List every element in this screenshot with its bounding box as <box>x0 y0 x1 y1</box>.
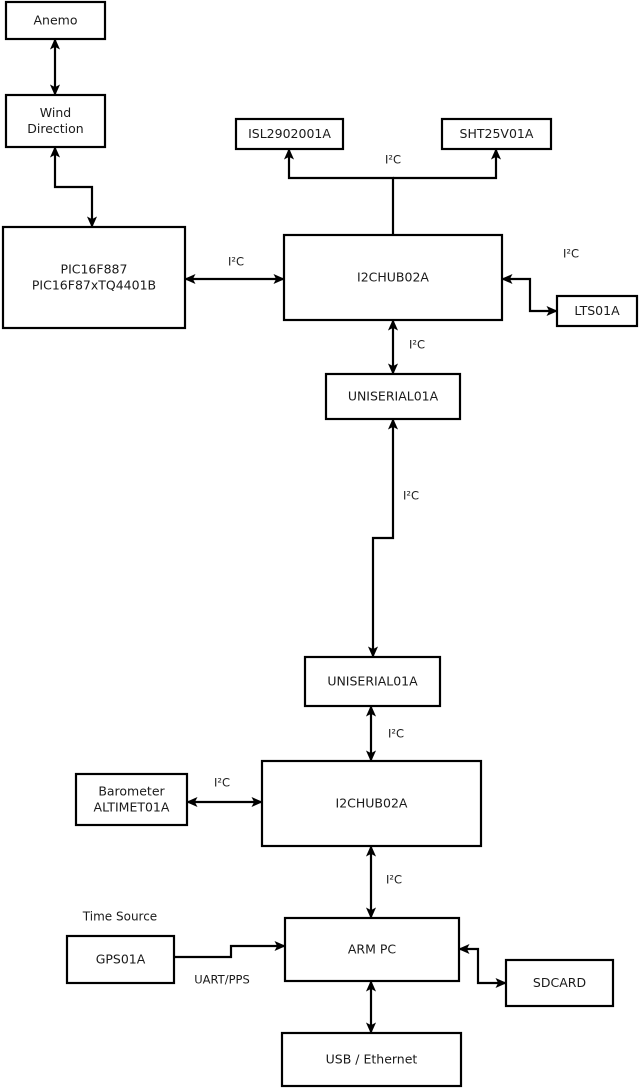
node-box[interactable] <box>1 225 187 330</box>
edge-label-hub-armpc: I²C <box>386 873 402 887</box>
node-label-hub_bot: I2CHUB02A <box>336 795 408 810</box>
node-sht[interactable]: SHT25V01A <box>440 117 553 151</box>
free-labels-layer: Time Source <box>82 910 157 924</box>
node-lts[interactable]: LTS01A <box>555 294 639 328</box>
edge-barometer-hub: I²C <box>186 776 263 808</box>
node-box[interactable] <box>555 294 639 328</box>
edge-label-gps-armpc: UART/PPS <box>194 973 250 987</box>
edge-line <box>174 940 286 959</box>
node-label-sht: SHT25V01A <box>460 126 534 141</box>
node-usbeth[interactable]: USB / Ethernet <box>280 1031 463 1088</box>
node-box[interactable] <box>260 759 483 848</box>
edge-hub-armpc: I²C <box>365 845 402 919</box>
node-uniserial_dn[interactable]: UNISERIAL01A <box>303 655 442 708</box>
edge-label-uniserial-link: I²C <box>403 489 419 503</box>
node-box[interactable] <box>234 117 345 151</box>
node-box[interactable] <box>282 233 504 322</box>
edge-line <box>458 943 507 989</box>
edge-line <box>501 273 558 317</box>
edge-hub-isl: I²C <box>283 148 401 235</box>
node-anemo[interactable]: Anemo <box>4 0 107 41</box>
node-box[interactable] <box>324 372 462 421</box>
edge-hub-lts: I²C <box>501 247 579 317</box>
node-uniserial_up[interactable]: UNISERIAL01A <box>324 372 462 421</box>
node-label-uniserial_up: UNISERIAL01A <box>348 388 439 403</box>
edge-gps-armpc: UART/PPS <box>174 940 286 987</box>
edge-line <box>283 148 395 235</box>
node-box[interactable] <box>4 0 107 41</box>
node-isl[interactable]: ISL2902001A <box>234 117 345 151</box>
edge-armpc-sdcard <box>458 943 507 989</box>
edge-label-uniserial-hub-bot: I²C <box>388 727 404 741</box>
edge-hub-uniserial-up: I²C <box>387 319 425 375</box>
node-label-isl: ISL2902001A <box>248 126 331 141</box>
edge-label-barometer-hub: I²C <box>214 776 230 790</box>
edge-label-pic-hub: I²C <box>228 255 244 269</box>
node-label-armpc: ARM PC <box>348 941 397 956</box>
node-box[interactable] <box>74 772 189 827</box>
node-hub_bot[interactable]: I2CHUB02A <box>260 759 483 848</box>
edge-label-hub-isl: I²C <box>385 153 401 167</box>
label-time-source: Time Source <box>82 910 157 924</box>
node-label-usbeth: USB / Ethernet <box>326 1051 418 1066</box>
node-armpc[interactable]: ARM PC <box>283 916 461 983</box>
edge-wind-pic <box>49 146 98 228</box>
node-label-hub_top: I2CHUB02A <box>357 269 429 284</box>
node-label-uniserial_dn: UNISERIAL01A <box>327 673 418 688</box>
edge-hub-sht <box>393 148 502 180</box>
node-hub_top[interactable]: I2CHUB02A <box>282 233 504 322</box>
node-box[interactable] <box>303 655 442 708</box>
node-label-gps: GPS01A <box>96 951 146 966</box>
edge-line <box>49 146 98 228</box>
node-box[interactable] <box>283 916 461 983</box>
edge-uniserial-hub-bot: I²C <box>365 705 404 762</box>
edge-line <box>393 148 502 180</box>
edge-pic-hub: I²C <box>184 255 285 285</box>
node-box[interactable] <box>280 1031 463 1088</box>
node-box[interactable] <box>440 117 553 151</box>
node-box[interactable] <box>504 958 615 1008</box>
node-label-lts: LTS01A <box>574 303 620 318</box>
node-box[interactable] <box>4 93 107 149</box>
edge-line <box>367 418 399 658</box>
edge-label-hub-lts: I²C <box>563 247 579 261</box>
node-gps[interactable]: GPS01A <box>65 934 176 985</box>
edge-uniserial-link: I²C <box>367 418 419 658</box>
edge-label-hub-uniserial-up: I²C <box>409 338 425 352</box>
node-box[interactable] <box>65 934 176 985</box>
node-label-anemo: Anemo <box>34 12 78 27</box>
edges-layer: I²C I²C I²C I²C I²C I²C I²C I²C UART/PPS <box>49 38 579 1034</box>
node-label-sdcard: SDCARD <box>533 975 586 990</box>
node-sdcard[interactable]: SDCARD <box>504 958 615 1008</box>
